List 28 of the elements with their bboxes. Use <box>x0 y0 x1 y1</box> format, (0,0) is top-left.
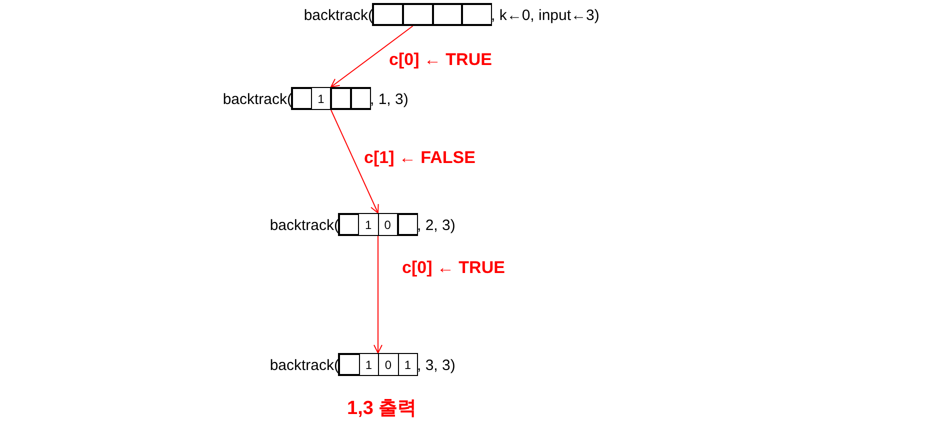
array-cell <box>339 214 360 235</box>
output-note: 1,3 출력 <box>347 397 417 421</box>
function-call-text: backtrack( <box>270 356 339 376</box>
function-call-text: backtrack( <box>304 6 373 26</box>
array-cell: 1 <box>359 214 378 235</box>
array-cell <box>351 88 370 109</box>
argument-text: , 2, 3) <box>417 216 456 236</box>
array-cell <box>432 4 462 25</box>
array-cell: 0 <box>379 354 398 375</box>
array-cell <box>398 214 417 235</box>
arrow <box>330 26 414 88</box>
function-call-text: backtrack( <box>270 216 339 236</box>
function-call-text: backtrack( <box>222 90 292 110</box>
array-cell <box>402 4 432 25</box>
array-cell <box>339 354 360 375</box>
array-cell <box>462 4 491 25</box>
argument-text: , k←0, input←3) <box>491 6 600 26</box>
array-cell <box>373 4 403 25</box>
array-cell <box>331 88 351 109</box>
array-cell <box>292 88 312 109</box>
arrow <box>374 236 382 354</box>
array-cell: 1 <box>312 88 331 109</box>
argument-text: , 1, 3) <box>370 90 408 110</box>
array-cell: 1 <box>398 354 417 375</box>
array-cell: 0 <box>378 214 398 235</box>
arrow <box>330 110 379 214</box>
argument-text: , 3, 3) <box>417 356 456 376</box>
array-cell: 1 <box>360 354 379 375</box>
